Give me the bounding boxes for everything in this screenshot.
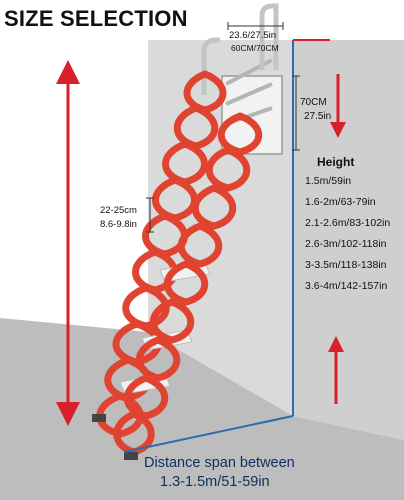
hatch-height-label-cm: 70CM	[300, 97, 327, 108]
height-option: 1.5m/59in	[305, 175, 352, 187]
distance-label-line2: 1.3-1.5m/51-59in	[160, 474, 270, 490]
height-option: 2.6-3m/102-118in	[305, 238, 387, 250]
down-arrow-icon	[330, 74, 346, 138]
floor	[0, 318, 404, 500]
ladder-links-right	[113, 112, 263, 456]
hatch-height-bracket	[292, 75, 300, 151]
top-width-label-in: 23.6/27.5in	[229, 30, 277, 41]
height-heading: Height	[317, 155, 355, 169]
handrail-right	[259, 3, 279, 70]
right-wall	[293, 40, 404, 440]
step-spacing-label-cm: 22-25cm	[100, 205, 137, 216]
height-option: 3.6-4m/142-157in	[305, 280, 388, 292]
height-option: 1.6-2m/63-79in	[305, 196, 376, 208]
ladder-foot-right	[124, 452, 138, 460]
height-option: 3-3.5m/118-138in	[305, 259, 387, 271]
top-width-bracket	[227, 22, 284, 30]
top-width-label-cm: 60CM/70CM	[231, 43, 279, 53]
page-title: SIZE SELECTION	[4, 6, 188, 31]
distance-line	[123, 415, 294, 453]
up-arrow-icon	[328, 336, 344, 404]
ladder-foot-left	[92, 414, 106, 422]
height-arrow-icon	[56, 60, 80, 426]
step-spacing-label-in: 8.6-9.8in	[100, 219, 137, 230]
hatch-rail	[225, 82, 273, 106]
step-spacing-bracket	[146, 197, 154, 233]
hatch-height-label-in: 27.5in	[304, 111, 332, 122]
handrail-left	[201, 37, 220, 95]
height-option: 2.1-2.6m/83-102in	[305, 217, 391, 229]
distance-label-line1: Distance span between	[144, 455, 295, 471]
